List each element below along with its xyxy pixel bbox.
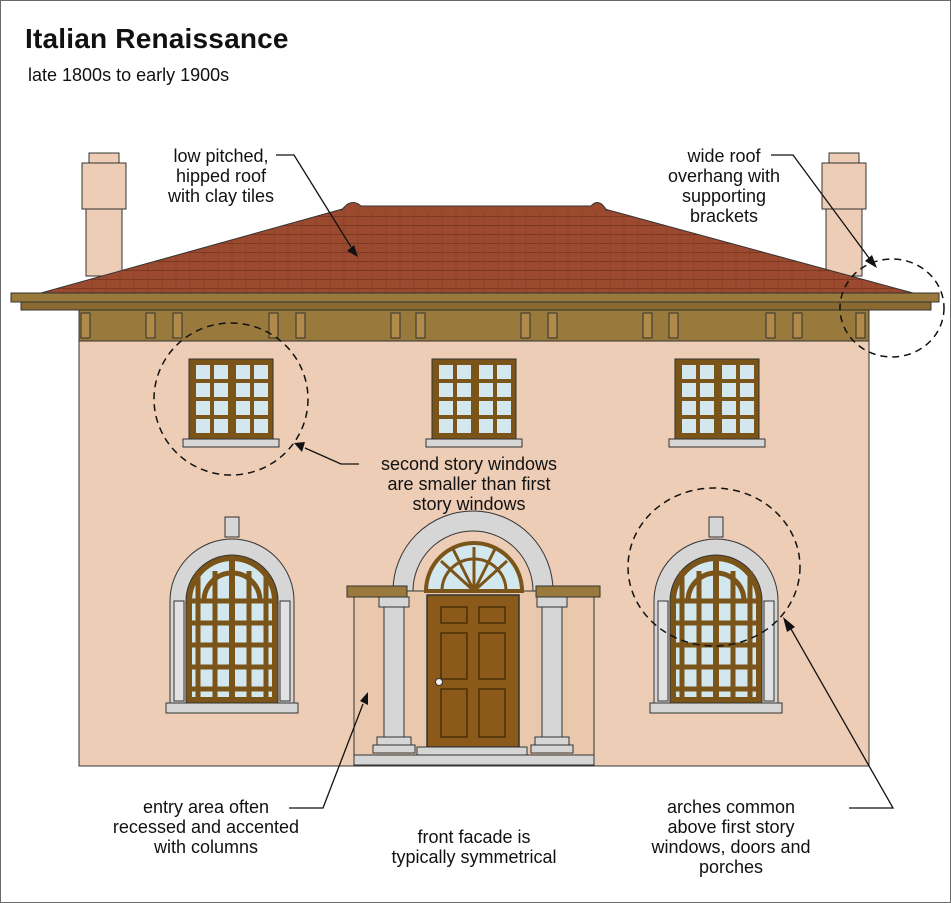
roof-brackets	[80, 312, 866, 339]
callout-entry: entry area often recessed and accented w…	[91, 797, 321, 857]
arrowhead-roof	[347, 245, 358, 257]
bracket	[765, 312, 776, 339]
arched-window-right	[649, 516, 783, 714]
entry-columns	[372, 596, 574, 754]
leader-arches	[790, 628, 895, 809]
leader-entry	[289, 703, 364, 809]
bracket	[642, 312, 653, 339]
highlight-circle-arched-window	[627, 487, 801, 647]
callout-facade-line: typically symmetrical	[391, 847, 557, 867]
bracket	[390, 312, 401, 339]
callout-windows-line: story windows	[412, 494, 526, 514]
bracket	[547, 312, 558, 339]
callout-entry-line: entry area often	[142, 797, 270, 817]
arrowhead-windows	[294, 442, 305, 452]
chimney-left	[81, 152, 127, 277]
callout-roof: low pitched, hipped roof with clay tiles	[141, 146, 301, 206]
callout-arches-line: above first story	[667, 817, 795, 837]
callout-facade-line: front facade is	[417, 827, 531, 847]
page-subtitle: late 1800s to early 1900s	[28, 65, 230, 85]
callout-overhang-line: brackets	[689, 206, 759, 226]
highlight-circle-overhang	[839, 258, 945, 358]
bracket	[520, 312, 531, 339]
callout-overhang-line: supporting	[681, 186, 767, 206]
callout-overhang-line: overhang with	[667, 166, 781, 186]
callout-overhang-line: wide roof	[687, 146, 761, 166]
arrowhead-arches	[783, 617, 795, 632]
upper-window-center	[425, 358, 523, 448]
callout-entry-line: with columns	[153, 837, 259, 857]
entry-steps	[353, 746, 595, 766]
bracket	[172, 312, 183, 339]
bracket	[295, 312, 306, 339]
callout-arches-line: windows, doors and	[651, 837, 811, 857]
bracket	[268, 312, 279, 339]
callout-roof-line: low pitched,	[173, 146, 269, 166]
callout-overhang: wide roof overhang with supporting brack…	[649, 146, 799, 226]
highlight-circle-upper-window	[153, 322, 309, 476]
bracket	[80, 312, 91, 339]
callout-roof-line: hipped roof	[175, 166, 267, 186]
leader-roof	[276, 154, 352, 248]
callout-facade: front facade is typically symmetrical	[369, 827, 579, 867]
leader-windows	[304, 447, 359, 465]
bracket	[145, 312, 156, 339]
callout-windows-line: second story windows	[380, 454, 558, 474]
leader-overhang	[771, 154, 870, 259]
arrowhead-overhang	[865, 255, 877, 268]
callout-arches: arches common above first story windows,…	[626, 797, 836, 877]
callout-windows-line: are smaller than first	[387, 474, 551, 494]
bracket	[855, 312, 866, 339]
upper-window-right	[668, 358, 766, 448]
callout-arches-line: arches common	[666, 797, 796, 817]
bracket	[792, 312, 803, 339]
chimney-right	[821, 152, 867, 277]
front-door	[426, 594, 520, 748]
bracket	[668, 312, 679, 339]
callout-entry-line: recessed and accented	[112, 817, 300, 837]
page-title: Italian Renaissance	[25, 23, 289, 54]
upper-window-left	[182, 358, 280, 448]
bracket	[415, 312, 426, 339]
arrowhead-entry	[360, 692, 368, 705]
arched-window-left	[165, 516, 299, 714]
callout-roof-line: with clay tiles	[167, 186, 275, 206]
callout-arches-line: porches	[698, 857, 764, 877]
roof-cornice	[10, 292, 940, 342]
callout-windows: second story windows are smaller than fi…	[354, 454, 584, 514]
